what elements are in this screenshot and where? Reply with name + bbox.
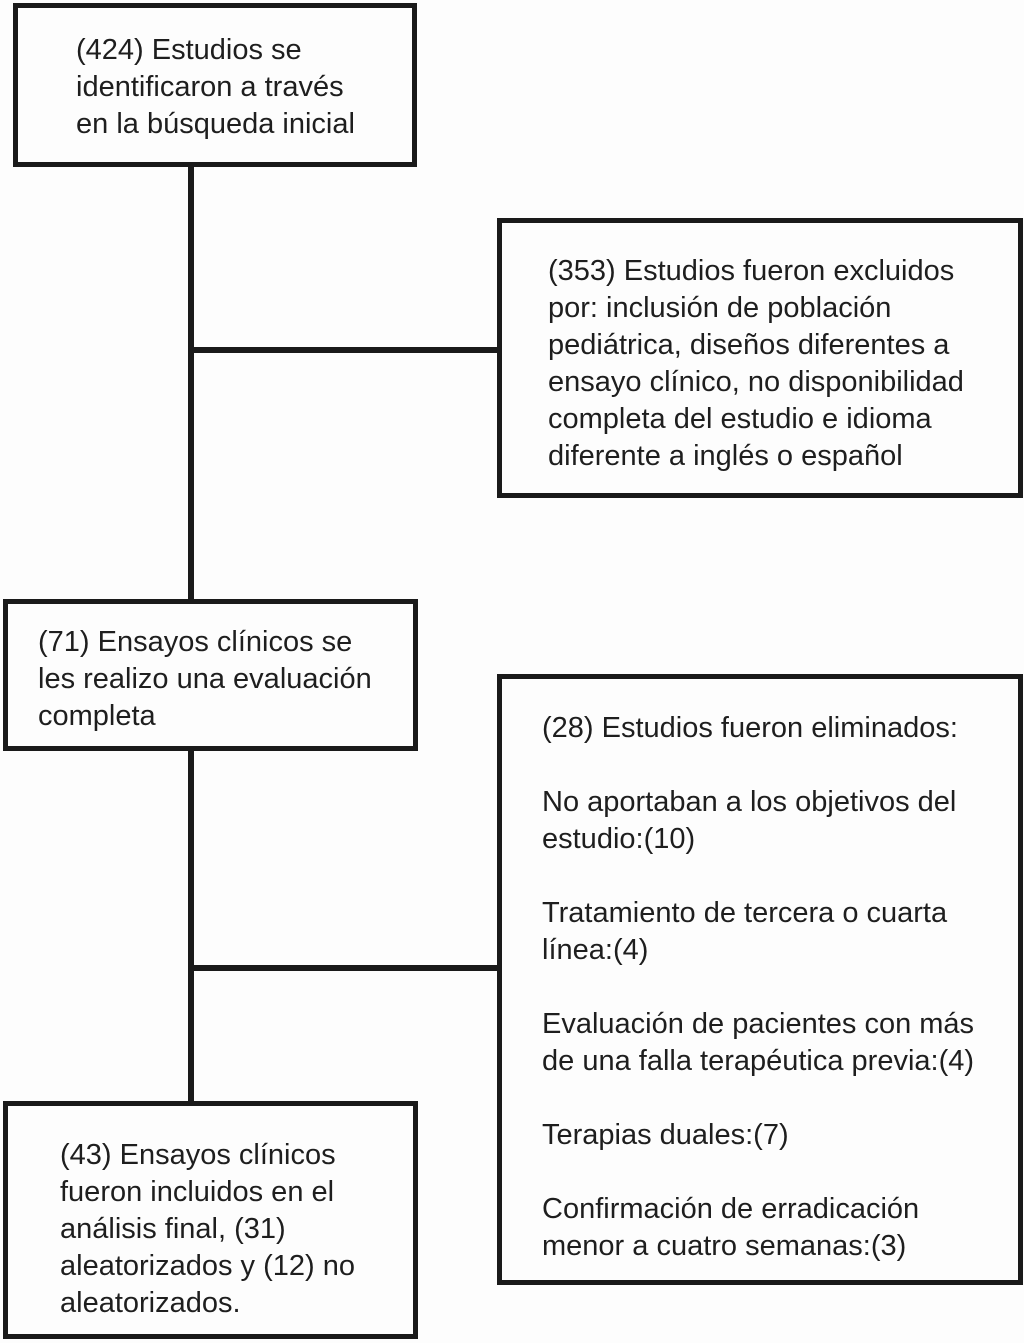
box-included-studies: (43) Ensayos clínicos fueron incluidos e… (3, 1101, 418, 1339)
connector-branch-to-eliminated (191, 965, 497, 971)
connector-branch-to-excluded (191, 347, 497, 353)
excluded-line-6: diferente a inglés o español (548, 440, 903, 472)
included-line-5: aleatorizados. (60, 1287, 241, 1319)
eliminated-reason-third-line-treatment: Tratamiento de tercera o cuarta línea:(4… (542, 895, 1004, 969)
evaluated-line-1: (71) Ensayos clínicos se (38, 626, 353, 658)
identified-line-2: identificaron a través (76, 71, 344, 103)
identified-line-3: en la búsqueda inicial (76, 108, 355, 140)
reason-line: menor a cuatro semanas:(3) (542, 1230, 907, 1262)
evaluated-line-2: les realizo una evaluación (38, 663, 372, 695)
reason-line: estudio:(10) (542, 823, 696, 855)
connector-evaluated-to-included (188, 750, 194, 1102)
reason-line: No aportaban a los objetivos del (542, 786, 957, 818)
included-line-2: fueron incluidos en el (60, 1176, 335, 1208)
eliminated-reason-dual-therapies: Terapias duales:(7) (542, 1117, 1004, 1154)
excluded-line-3: pediátrica, diseños diferentes a (548, 329, 950, 361)
reason-line: línea:(4) (542, 934, 649, 966)
reason-line: Terapias duales:(7) (542, 1119, 789, 1151)
box-eliminated-studies: (28) Estudios fueron eliminados: No apor… (497, 674, 1023, 1285)
eliminated-reason-eradication-confirmation: Confirmación de erradicación menor a cua… (542, 1191, 1004, 1265)
included-line-1: (43) Ensayos clínicos (60, 1139, 336, 1171)
reason-line: Tratamiento de tercera o cuarta (542, 897, 948, 929)
box-excluded-studies: (353) Estudios fueron excluidos por: inc… (497, 218, 1023, 498)
excluded-line-4: ensayo clínico, no disponibilidad (548, 366, 964, 398)
eliminated-reason-prior-failure: Evaluación de pacientes con más de una f… (542, 1006, 1004, 1080)
excluded-line-1: (353) Estudios fueron excluidos (548, 255, 955, 287)
included-line-4: aleatorizados y (12) no (60, 1250, 355, 1282)
reason-line: Confirmación de erradicación (542, 1193, 920, 1225)
eliminated-title: (28) Estudios fueron eliminados: (542, 712, 958, 744)
reason-line: de una falla terapéutica previa:(4) (542, 1045, 975, 1077)
box-full-evaluation: (71) Ensayos clínicos se les realizo una… (3, 599, 418, 751)
eliminated-reason-objectives: No aportaban a los objetivos del estudio… (542, 784, 1004, 858)
connector-identified-to-evaluated (188, 166, 194, 600)
identified-line-1: (424) Estudios se (76, 34, 302, 66)
box-identified-studies: (424) Estudios se identificaron a través… (13, 3, 417, 167)
included-line-3: análisis final, (31) (60, 1213, 286, 1245)
excluded-line-5: completa del estudio e idioma (548, 403, 932, 435)
excluded-line-2: por: inclusión de población (548, 292, 892, 324)
evaluated-line-3: completa (38, 700, 156, 732)
reason-line: Evaluación de pacientes con más (542, 1008, 975, 1040)
